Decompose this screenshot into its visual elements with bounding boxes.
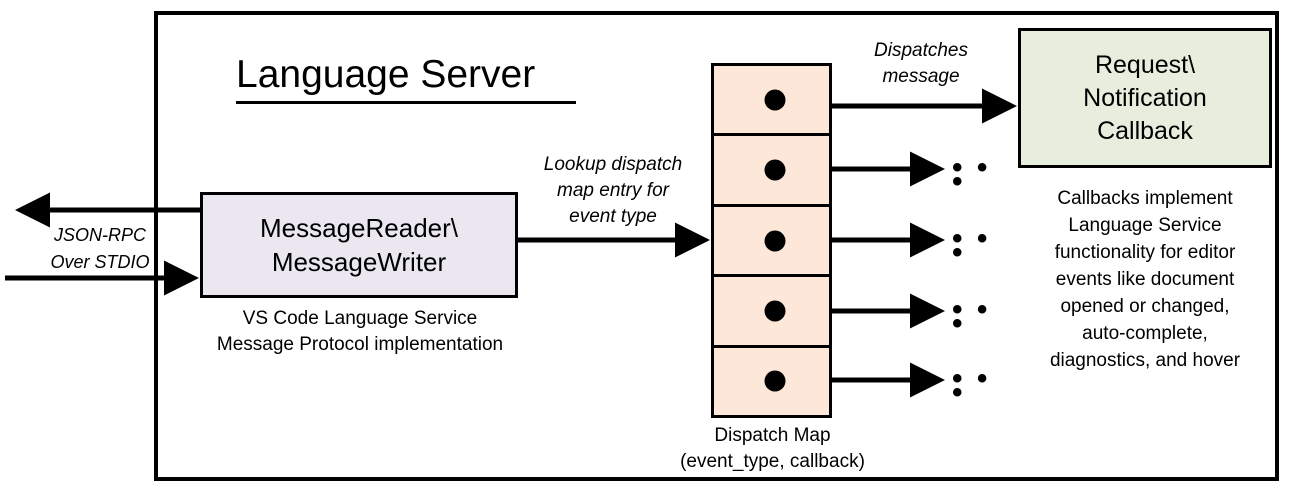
page-title: Language Server — [236, 50, 576, 104]
callback-description: Callbacks implement Language Service fun… — [1011, 185, 1279, 374]
message-writer-label: MessageWriter — [271, 247, 447, 277]
dispatch-map-caption: Dispatch Map (event_type, callback) — [645, 423, 900, 475]
callback-caption-line6: auto-complete, — [1082, 323, 1208, 344]
dispatch-entry-dot-icon — [764, 370, 786, 392]
dispatch-map-caption-line2: (event_type, callback) — [680, 451, 865, 472]
lookup-label-line3: event type — [569, 206, 657, 227]
callback-caption-line3: functionality for editor — [1054, 242, 1236, 263]
jsonrpc-label: JSON-RPC Over STDIO — [25, 222, 175, 276]
dispatch-entry-dot-icon — [764, 300, 786, 322]
dispatch-map-row[interactable] — [714, 277, 829, 348]
jsonrpc-label-line2: Over STDIO — [50, 252, 150, 272]
lookup-dispatch-label: Lookup dispatch map entry for event type — [518, 152, 708, 230]
callback-caption-line1: Callbacks implement — [1057, 188, 1233, 209]
language-server-boundary — [154, 11, 1279, 481]
request-notification-callback-box[interactable]: Request\ Notification Callback — [1018, 28, 1272, 168]
ellipsis-row-5: • • • — [952, 362, 991, 409]
callback-caption-line2: Language Service — [1068, 215, 1222, 236]
callback-box-line3: Callback — [1097, 116, 1193, 145]
ellipsis-row-3: • • • — [952, 222, 991, 269]
ellipsis-row-4: • • • — [952, 293, 991, 340]
dispatch-entry-dot-icon — [764, 89, 786, 111]
message-reader-writer-box[interactable]: MessageReader\ MessageWriter — [200, 192, 518, 298]
dispatch-map-row[interactable] — [714, 207, 829, 278]
caption-line-1: VS Code Language Service — [242, 308, 478, 329]
lookup-label-line2: map entry for — [557, 180, 669, 201]
dispatch-map-row[interactable] — [714, 66, 829, 137]
dispatch-map-caption-line1: Dispatch Map — [714, 425, 831, 446]
message-reader-writer-caption: VS Code Language Service Message Protoco… — [195, 306, 525, 358]
dispatches-label-line1: Dispatches — [874, 40, 968, 61]
jsonrpc-label-line1: JSON-RPC — [53, 225, 146, 245]
dispatch-map-table[interactable] — [711, 63, 832, 418]
dispatch-map-row[interactable] — [714, 348, 829, 415]
dispatches-message-label: Dispatches message — [836, 38, 1006, 90]
dispatch-entry-dot-icon — [764, 159, 786, 181]
message-reader-label: MessageReader\ — [260, 213, 458, 243]
callback-caption-line7: diagnostics, and hover — [1049, 350, 1241, 371]
dispatch-entry-dot-icon — [764, 230, 786, 252]
dispatches-label-line2: message — [882, 66, 960, 87]
callback-box-line1: Request\ — [1094, 50, 1196, 79]
dispatch-map-row[interactable] — [714, 136, 829, 207]
caption-line-2: Message Protocol implementation — [216, 334, 504, 355]
callback-caption-line4: events like document — [1055, 269, 1235, 290]
ellipsis-row-2: • • • — [952, 151, 991, 198]
callback-box-line2: Notification — [1083, 83, 1207, 112]
callback-caption-line5: opened or changed, — [1060, 296, 1230, 317]
lookup-label-line1: Lookup dispatch — [543, 154, 683, 175]
